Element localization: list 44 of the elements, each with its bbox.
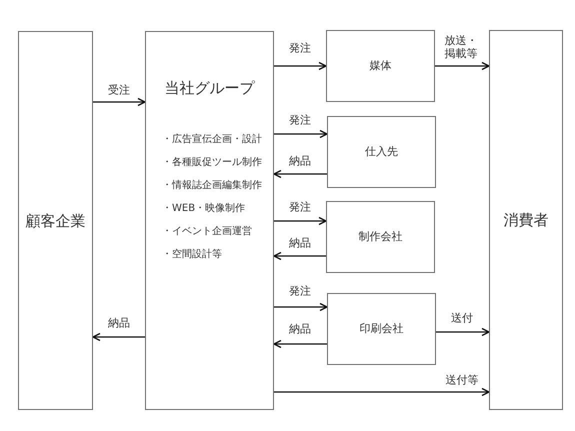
edge-label: 送付等 [446,373,478,387]
edge-label: 納品 [289,322,311,336]
edge-label: 放送・掲載等 [444,34,479,60]
list-item: ・広告宣伝企画・設計 [162,134,262,146]
process-box [327,293,436,365]
edge-label: 納品 [289,154,311,168]
edge-label: 送付 [451,311,473,325]
arrow [274,388,490,396]
edge-label: 発注 [289,41,311,55]
process-box [326,201,435,273]
arrow [274,130,328,138]
arrow [273,340,327,348]
edge-label: 納品 [289,236,311,250]
arrow [274,62,327,70]
node-label: 仕入先 [365,145,398,159]
list-item: ・WEB・映像制作 [162,203,246,215]
arrow [435,62,490,70]
list-item: ・各種販促ツール制作 [162,157,262,169]
process-box [18,31,93,410]
list-item: ・空間設計等 [162,249,222,261]
node-label: 消費者 [504,211,548,229]
edge-label: 納品 [108,316,130,330]
process-box [327,116,436,188]
edge-label: 発注 [289,113,311,127]
arrow [436,328,490,336]
arrow [93,98,146,106]
node-label: 媒体 [370,59,392,73]
node-label: 顧客企業 [26,212,86,230]
process-box [489,30,563,410]
arrow [92,332,145,342]
edge-label: 発注 [289,200,311,214]
arrow [274,216,327,226]
arrow [273,252,326,260]
arrow [273,170,327,178]
box-heading: 当社グループ [164,79,254,97]
list-item: ・情報誌企画編集制作 [162,180,262,192]
process-box [145,31,274,410]
node-label: 制作会社 [358,230,402,244]
process-box [326,30,435,102]
node-label: 印刷会社 [360,322,404,336]
arrow [274,302,328,312]
list-item: ・イベント企画運営 [162,226,252,238]
edge-label: 発注 [289,284,311,298]
edge-label: 受注 [108,83,130,97]
